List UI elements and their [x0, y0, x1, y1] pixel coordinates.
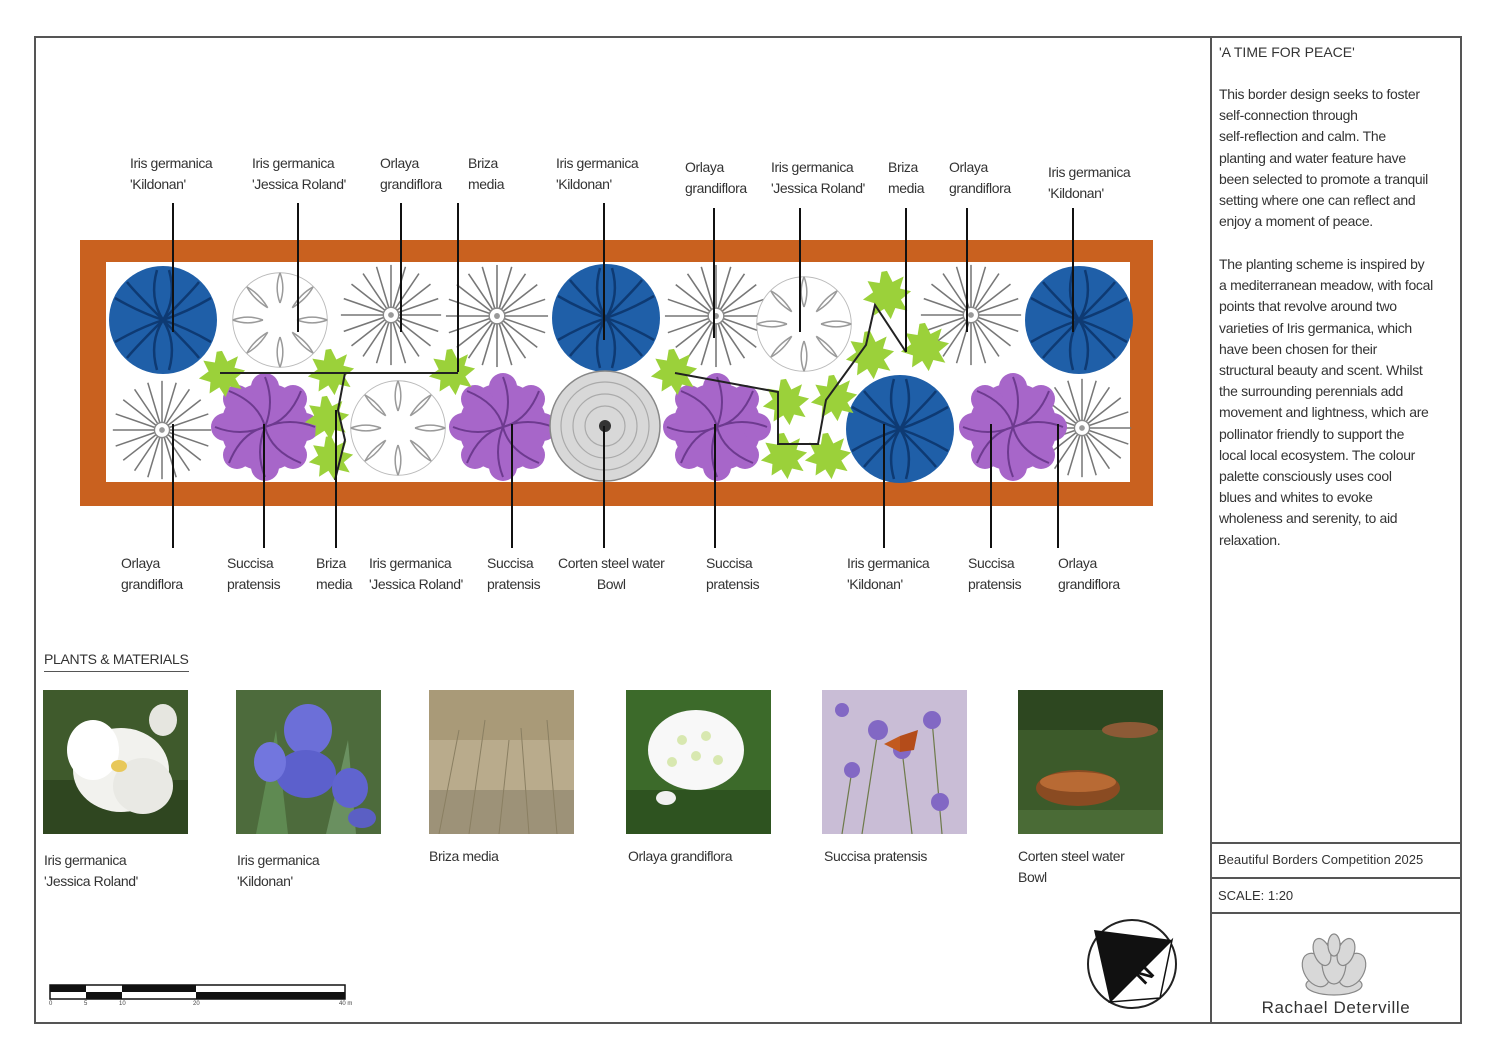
label-iris-kildonan: Iris germanica 'Kildonan' — [130, 155, 213, 192]
label-corten-water-bowl: Corten steel water Bowl — [558, 555, 665, 592]
orlaya-flower-photo — [626, 690, 771, 834]
description-line: been selected to promote a tranquil — [1219, 170, 1428, 187]
description-line: blues and whites to evoke — [1219, 489, 1373, 506]
description-line: This border design seeks to foster — [1219, 86, 1420, 102]
scale-label: SCALE: 1:20 — [1218, 888, 1294, 903]
description-line: structural beauty and scent. Whilst — [1219, 362, 1423, 379]
briza-grass-photo — [429, 690, 574, 834]
label-briza-media: Briza media — [316, 555, 353, 592]
iris-kildonan-plant — [1024, 265, 1134, 375]
iris-jessica-roland-plant — [231, 271, 329, 369]
caption-iris-jessica-roland: Iris germanica 'Jessica Roland' — [44, 852, 138, 889]
description-line: points that revolve around two — [1219, 298, 1397, 315]
title-block — [1210, 36, 1462, 1024]
label-succisa-pratensis: Succisa pratensis — [706, 555, 760, 592]
description-line: local local ecosystem. The colour — [1219, 446, 1416, 463]
label-succisa-pratensis: Succisa pratensis — [227, 555, 281, 592]
description-line: pollinator friendly to support the — [1219, 425, 1405, 442]
iris-jessica-roland-plant — [349, 379, 447, 477]
grouping-lines — [220, 302, 907, 481]
description-line: varieties of Iris germanica, which — [1219, 319, 1412, 336]
caption-orlaya-grandiflora: Orlaya grandiflora — [628, 848, 733, 864]
succisa-pratensis-plant — [448, 372, 558, 482]
scale-tick: 0 — [49, 1001, 53, 1007]
description-line: self-connection through — [1219, 107, 1358, 124]
caption-succisa-pratensis: Succisa pratensis — [824, 848, 927, 864]
leader-lines — [172, 203, 1074, 548]
label-orlaya-grandiflora: Orlaya grandiflora — [685, 159, 747, 196]
white-iris-photo — [43, 690, 188, 834]
north-arrow-icon — [1087, 919, 1177, 1009]
description-line: The planting scheme is inspired by — [1219, 256, 1425, 272]
corten-bowl-photo — [1018, 690, 1163, 834]
description-line: the surrounding perennials add — [1219, 383, 1404, 400]
plants-materials-heading: PLANTS & MATERIALS — [44, 651, 189, 672]
label-iris-kildonan: Iris germanica 'Kildonan' — [1048, 164, 1131, 201]
description-line: planting and water feature have — [1219, 149, 1406, 166]
design-description-2: The planting scheme is inspired by a medi… — [1219, 254, 1455, 551]
caption-corten-water-bowl: Corten steel water Bowl — [1018, 848, 1125, 885]
description-line: a mediterranean meadow, with focal — [1219, 277, 1433, 294]
blue-iris-photo — [236, 690, 381, 834]
label-succisa-pratensis: Succisa pratensis — [487, 555, 541, 592]
iris-jessica-roland-plant — [755, 275, 853, 373]
title-block-divider — [1212, 842, 1462, 844]
succisa-butterfly-photo — [822, 690, 967, 834]
label-iris-jessica-roland: Iris germanica 'Jessica Roland' — [771, 159, 865, 196]
iris-kildonan-plant — [551, 263, 661, 373]
label-briza-media: Briza media — [468, 155, 505, 192]
label-iris-jessica-roland: Iris germanica 'Jessica Roland' — [252, 155, 346, 192]
scale-tick: 20 — [193, 1001, 200, 1007]
title-block-divider — [1212, 912, 1462, 914]
competition-name: Beautiful Borders Competition 2025 — [1218, 852, 1424, 867]
caption-iris-kildonan: Iris germanica 'Kildonan' — [237, 852, 320, 889]
designer-name: Rachael Deterville — [1261, 998, 1411, 1017]
design-description-1: This border design seeks to foster self-c… — [1219, 84, 1455, 232]
description-line: self-reflection and calm. The — [1219, 128, 1386, 145]
drawing-frame — [34, 36, 1462, 1024]
designer-logo-rosette — [1301, 933, 1367, 996]
description-line: enjoy a moment of peace. — [1219, 213, 1373, 230]
design-title: 'A TIME FOR PEACE' — [1219, 44, 1355, 60]
title-block-divider — [1212, 877, 1462, 879]
label-briza-media: Briza media — [888, 159, 925, 196]
label-iris-jessica-roland: Iris germanica 'Jessica Roland' — [369, 555, 463, 592]
description-line: movement and lightness, which are — [1219, 404, 1429, 421]
label-succisa-pratensis: Succisa pratensis — [968, 555, 1022, 592]
description-line: wholeness and serenity, to aid — [1219, 510, 1398, 527]
description-line: palette consciously uses cool — [1219, 468, 1392, 485]
label-orlaya-grandiflora: Orlaya grandiflora — [380, 155, 442, 192]
description-line: relaxation. — [1219, 531, 1281, 548]
iris-kildonan-plant — [108, 265, 218, 375]
label-iris-kildonan: Iris germanica 'Kildonan' — [556, 155, 639, 192]
scale-bar — [49, 984, 346, 1000]
succisa-pratensis-plant — [958, 372, 1068, 482]
label-iris-kildonan: Iris germanica 'Kildonan' — [847, 555, 930, 592]
scale-tick: 10 — [119, 1001, 126, 1007]
label-orlaya-grandiflora: Orlaya grandiflora — [949, 159, 1011, 196]
description-line: setting where one can reflect and — [1219, 192, 1416, 209]
iris-kildonan-plant — [845, 374, 955, 484]
label-orlaya-grandiflora: Orlaya grandiflora — [1058, 555, 1120, 592]
label-orlaya-grandiflora: Orlaya grandiflora — [121, 555, 183, 592]
description-line: have been chosen for their — [1219, 340, 1377, 357]
caption-briza-media: Briza media — [429, 848, 499, 864]
scale-tick: 5 — [84, 1001, 88, 1007]
scale-tick: 40 m — [339, 1001, 353, 1007]
